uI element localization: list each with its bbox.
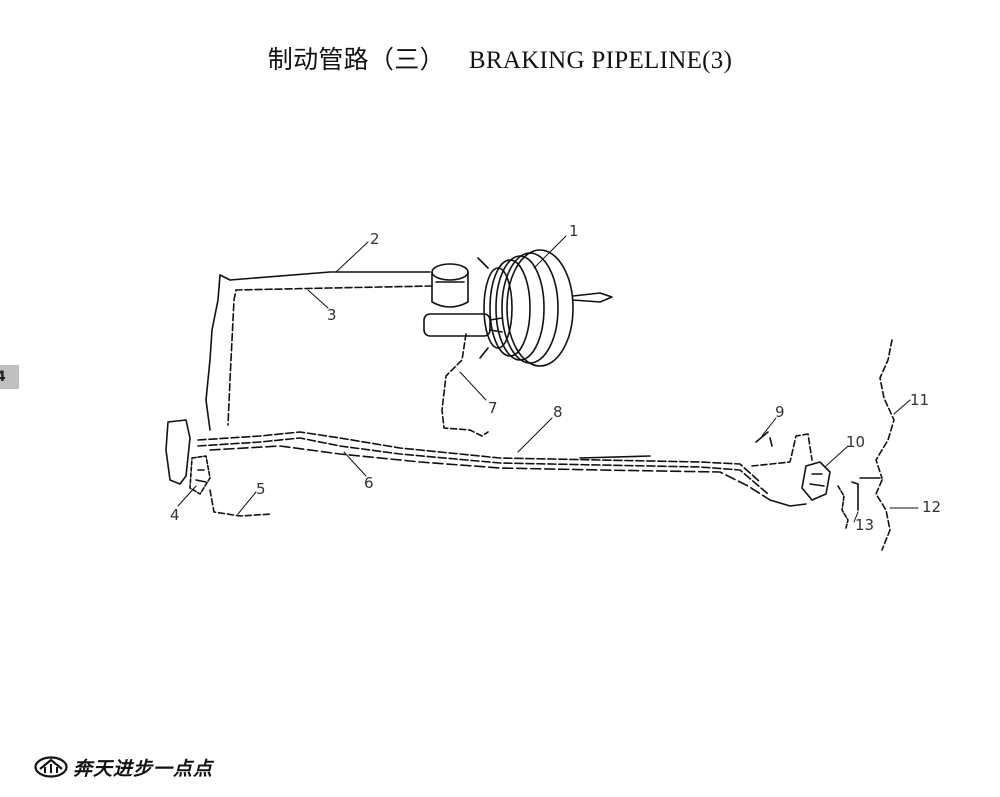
callout-7: 7: [488, 399, 498, 417]
pipe-7: [441, 333, 489, 437]
right-brake-assembly: [751, 431, 881, 529]
left-brake-assembly: [165, 419, 273, 517]
callout-11: 11: [910, 391, 929, 409]
callout-13: 13: [855, 516, 874, 534]
callout-3: 3: [327, 306, 337, 324]
callout-4: 4: [170, 506, 180, 524]
section-tab: 4: [0, 365, 19, 389]
brake-booster: [477, 249, 613, 367]
logo-text: 奔天进步一点点: [73, 757, 214, 780]
callout-9: 9: [775, 403, 785, 421]
pipe-2-3: [205, 271, 433, 431]
title-en: BRAKING PIPELINE(3): [468, 47, 733, 74]
right-hoses: [875, 339, 895, 551]
callout-6: 6: [364, 474, 374, 492]
leader-lines: [177, 235, 919, 523]
callout-labels: 1 2 3 4 5 6 7 8 9 10 11 12 13: [170, 222, 941, 534]
callout-2: 2: [370, 230, 380, 248]
callout-10: 10: [846, 433, 865, 451]
callout-5: 5: [256, 480, 266, 498]
footer-logo: 奔天进步一点点: [34, 752, 213, 782]
faw-logo-icon: [34, 756, 68, 778]
callout-12: 12: [922, 498, 941, 516]
main-rear-pipes: [197, 431, 771, 501]
callout-1: 1: [569, 222, 579, 240]
title-cn: 制动管路（三）: [267, 47, 445, 74]
callout-8: 8: [553, 403, 563, 421]
page-title: 制动管路（三） BRAKING PIPELINE(3): [0, 40, 1000, 76]
master-cylinder: [423, 263, 503, 337]
